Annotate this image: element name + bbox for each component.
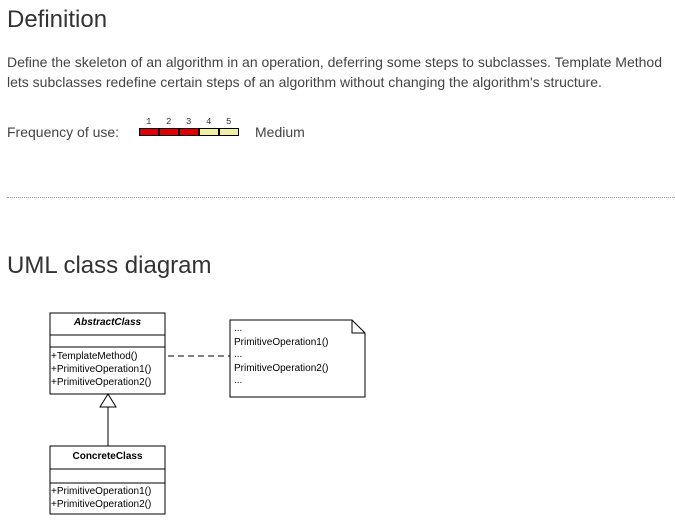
scale-number-5: 5	[226, 117, 232, 127]
concrete-method-primitive2: +PrimitiveOperation2()	[51, 499, 152, 510]
note-line-2: PrimitiveOperation1()	[234, 337, 329, 348]
uml-heading: UML class diagram	[7, 252, 212, 279]
concrete-class-name: ConcreteClass	[72, 451, 143, 462]
abstract-class-name: AbstractClass	[73, 317, 142, 328]
note-text: ... PrimitiveOperation1() ... PrimitiveO…	[234, 324, 328, 388]
abstract-method-primitive2: +PrimitiveOperation2()	[51, 377, 152, 388]
scale-number-3: 3	[186, 117, 192, 127]
section-divider	[7, 197, 675, 198]
abstract-class-box	[49, 312, 166, 395]
concrete-method-primitive1: +PrimitiveOperation1()	[51, 486, 152, 497]
frequency-label: Frequency of use:	[7, 124, 120, 140]
scale-cell-5	[219, 128, 239, 136]
scale-number-4: 4	[206, 117, 212, 127]
frequency-value: Medium	[255, 124, 305, 140]
definition-heading: Definition	[7, 6, 108, 33]
inheritance-arrowhead	[99, 393, 117, 408]
abstract-class-methods: +TemplateMethod() +PrimitiveOperation1()…	[51, 350, 151, 389]
abstract-method-primitive1: +PrimitiveOperation1()	[51, 364, 152, 375]
concrete-class-methods: +PrimitiveOperation1() +PrimitiveOperati…	[51, 485, 151, 511]
note-line-5: ...	[234, 375, 243, 386]
note-line-3: ...	[234, 349, 243, 360]
abstract-method-template: +TemplateMethod()	[51, 351, 138, 362]
scale-cell-3	[179, 128, 199, 136]
scale-cell-1	[139, 128, 159, 136]
note-line-1: ...	[234, 323, 243, 334]
scale-number-2: 2	[166, 117, 172, 127]
scale-number-1: 1	[146, 117, 152, 127]
scale-cell-2	[159, 128, 179, 136]
concrete-class-box	[49, 445, 166, 515]
uml-diagram	[49, 312, 366, 515]
note-fold	[351, 320, 365, 334]
scale-cell-4	[199, 128, 219, 136]
note-line-4: PrimitiveOperation2()	[234, 363, 329, 374]
note-box	[229, 319, 366, 398]
definition-text: Define the skeleton of an algorithm in a…	[7, 54, 663, 90]
